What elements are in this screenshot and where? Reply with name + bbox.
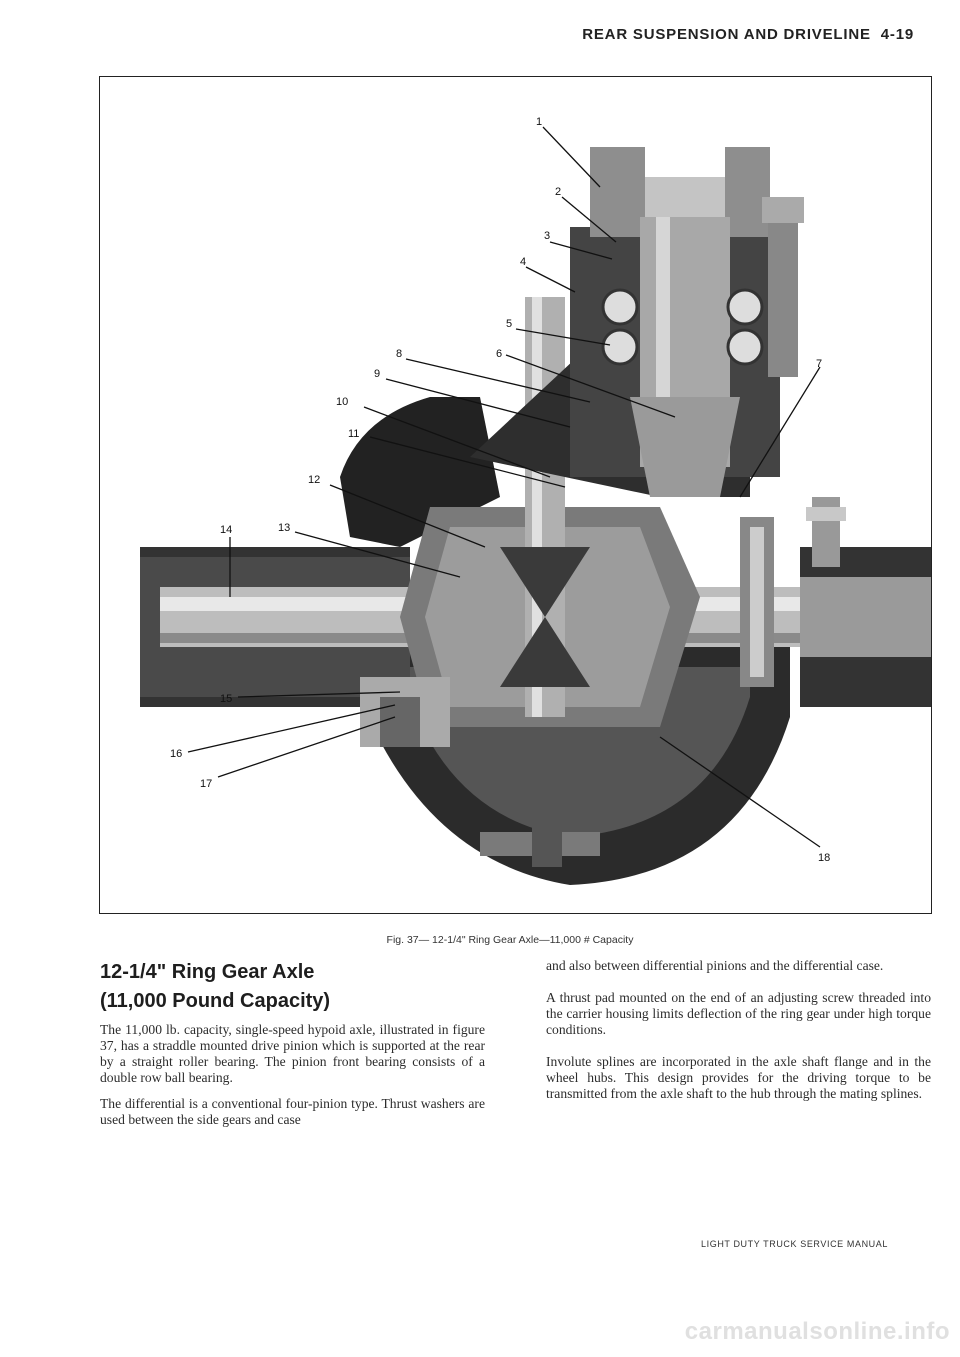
axle-cutaway-figure: 1 2 3 4 5 6 7 8 9 10 11 12 13 14 15 16 1…: [99, 76, 932, 914]
callout-leaders: [187, 126, 821, 848]
callout-17: 17: [200, 778, 212, 790]
callout-10: 10: [336, 396, 348, 408]
paragraph-differential-continued: and also between differential pinions an…: [546, 958, 884, 973]
callout-3: 3: [544, 230, 550, 242]
callout-13: 13: [278, 522, 290, 534]
watermark: carmanualsonline.info: [684, 1318, 950, 1345]
callout-16: 16: [170, 748, 182, 760]
callout-1: 1: [536, 116, 542, 128]
callout-5: 5: [506, 318, 512, 330]
callout-numbers: 1 2 3 4 5 6 7 8 9 10 11 12 13 14 15 16 1…: [170, 116, 830, 864]
paragraph-differential: The differential is a conventional four-…: [100, 1096, 485, 1127]
callout-2: 2: [555, 186, 561, 198]
manual-footer: LIGHT DUTY TRUCK SERVICE MANUAL: [701, 1239, 888, 1249]
section-heading-line1: 12-1/4" Ring Gear Axle: [100, 961, 315, 983]
callout-14: 14: [220, 524, 232, 536]
callout-12: 12: [308, 474, 320, 486]
callout-4: 4: [520, 256, 526, 268]
callout-18: 18: [818, 852, 830, 864]
section-title: REAR SUSPENSION AND DRIVELINE: [582, 26, 871, 43]
callout-15: 15: [220, 693, 232, 705]
section-heading-line2: (11,000 Pound Capacity): [100, 990, 331, 1012]
paragraph-thrust-pad: A thrust pad mounted on the end of an ad…: [546, 990, 931, 1037]
figure-caption: Fig. 37— 12-1/4" Ring Gear Axle—11,000 #…: [386, 934, 634, 946]
callout-8: 8: [396, 348, 402, 360]
callout-9: 9: [374, 368, 380, 380]
left-column: 12-1/4" Ring Gear Axle (11,000 Pound Cap…: [100, 958, 485, 1138]
callout-6: 6: [496, 348, 502, 360]
callout-7: 7: [816, 358, 822, 370]
page-header: REAR SUSPENSION AND DRIVELINE 4-19: [582, 26, 914, 43]
paragraph-axle-description: The 11,000 lb. capacity, single-speed hy…: [100, 1022, 485, 1085]
right-column: and also between differential pinions an…: [546, 958, 931, 1118]
callout-11: 11: [348, 428, 359, 440]
page-number: 4-19: [880, 26, 914, 43]
paragraph-splines: Involute splines are incorporated in the…: [546, 1054, 931, 1101]
axle-cutaway-illustration: 1 2 3 4 5 6 7 8 9 10 11 12 13 14 15 16 1…: [140, 116, 931, 885]
